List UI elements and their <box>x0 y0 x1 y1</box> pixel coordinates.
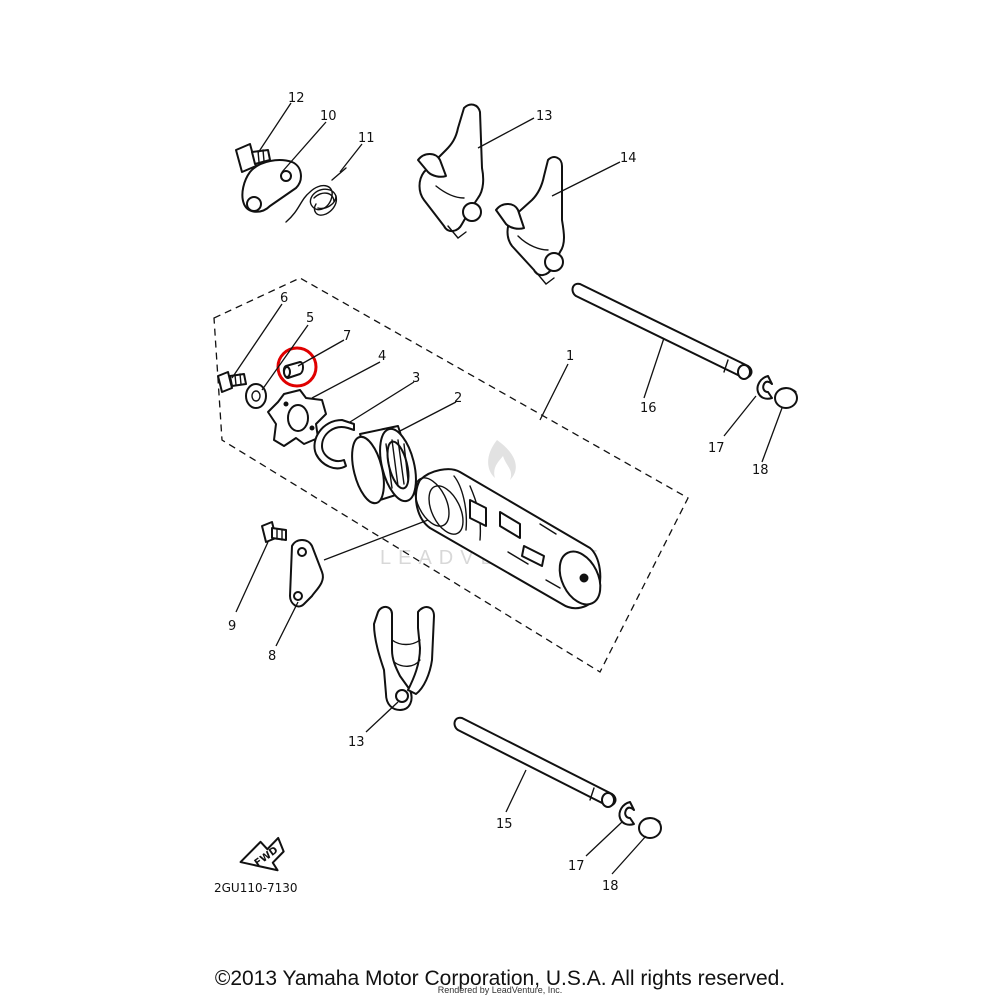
part-10-stopper-lever[interactable] <box>241 159 302 213</box>
part-4-segment[interactable] <box>267 389 327 447</box>
part-labels: 12 10 11 13 14 6 5 7 4 3 2 1 16 17 18 9 … <box>228 91 769 894</box>
diagram-code: 2GU110-7130 <box>214 881 298 895</box>
part-14-shift-fork[interactable] <box>495 156 565 285</box>
label-part-5: 5 <box>306 311 314 326</box>
label-part-2: 2 <box>454 391 462 406</box>
label-part-18-lower: 18 <box>602 879 619 894</box>
fwd-arrow-icon: FWD <box>239 836 285 872</box>
rendered-by-notice: Rendered by LeadVenture, Inc. <box>437 985 563 995</box>
part-18-cap-upper[interactable] <box>774 387 798 409</box>
part-6-screw[interactable] <box>217 371 247 393</box>
assembly-group-outline <box>213 277 689 673</box>
label-part-16: 16 <box>640 401 657 416</box>
label-part-10: 10 <box>320 109 337 124</box>
leader-lines <box>231 102 783 875</box>
part-18-cap-lower[interactable] <box>638 817 662 839</box>
label-part-12: 12 <box>288 91 305 106</box>
label-part-8: 8 <box>268 649 276 664</box>
part-13-shift-fork-upper[interactable] <box>417 103 485 239</box>
part-3-circlip[interactable] <box>313 419 355 470</box>
part-8-plate[interactable] <box>289 539 324 608</box>
label-part-4: 4 <box>378 349 386 364</box>
part-17-circlip-lower[interactable] <box>618 801 635 826</box>
part-13-shift-fork-lower[interactable] <box>373 606 435 711</box>
part-17-circlip-upper[interactable] <box>756 375 773 400</box>
label-part-13-lower: 13 <box>348 735 365 750</box>
label-part-17-upper: 17 <box>708 441 725 456</box>
label-part-13-upper: 13 <box>536 109 553 124</box>
label-part-1: 1 <box>566 349 574 364</box>
part-5-washer[interactable] <box>245 383 267 409</box>
label-part-17-lower: 17 <box>568 859 585 874</box>
part-9-screw[interactable] <box>261 521 287 543</box>
part-2-bearing[interactable] <box>346 425 422 506</box>
label-part-6: 6 <box>280 291 288 306</box>
label-part-9: 9 <box>228 619 236 634</box>
label-part-11: 11 <box>358 131 375 146</box>
label-part-15: 15 <box>496 817 513 832</box>
label-part-14: 14 <box>620 151 637 166</box>
part-1-shift-cam[interactable] <box>408 468 608 611</box>
label-part-3: 3 <box>412 371 420 386</box>
label-part-18-upper: 18 <box>752 463 769 478</box>
part-11-spring[interactable] <box>285 167 347 223</box>
part-16-shaft[interactable] <box>571 282 753 380</box>
part-15-shaft[interactable] <box>453 716 617 808</box>
label-part-7: 7 <box>343 329 351 344</box>
copyright-notice: ©2013 Yamaha Motor Corporation, U.S.A. A… <box>214 967 786 990</box>
